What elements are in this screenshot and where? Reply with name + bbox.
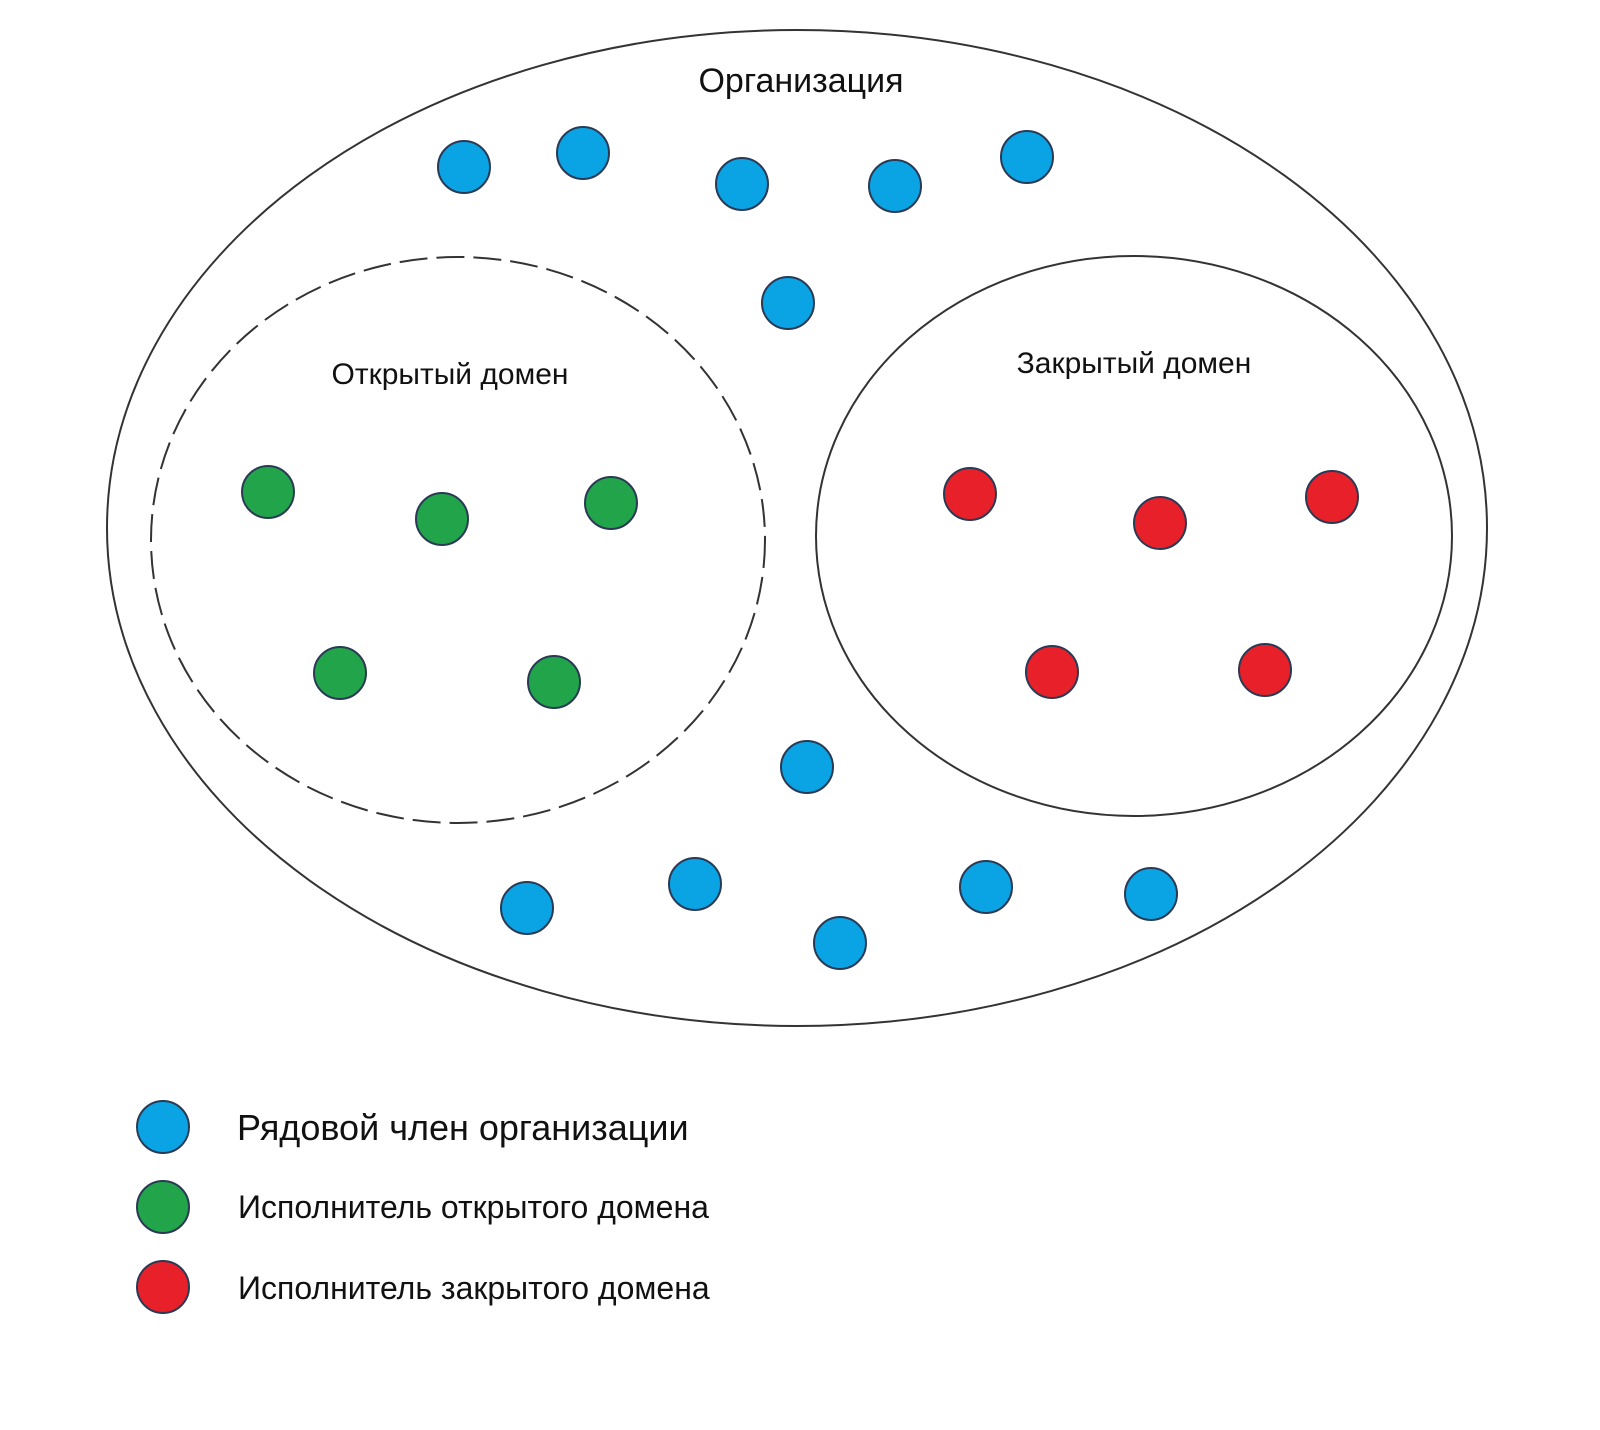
open-executor-dot: [241, 465, 295, 519]
legend-open-executor-label: Исполнитель открытого домена: [238, 1189, 709, 1225]
member-dot: [500, 881, 554, 935]
member-dot: [813, 916, 867, 970]
legend-member-swatch: [136, 1100, 190, 1154]
closed-executor-dot: [1025, 645, 1079, 699]
open-domain-title: Открытый домен: [332, 358, 569, 391]
member-dot: [715, 157, 769, 211]
open-executor-dot: [415, 492, 469, 546]
legend-closed-executor-swatch: [136, 1260, 190, 1314]
legend-closed-executor-label: Исполнитель закрытого домена: [238, 1270, 710, 1306]
legend: Рядовой член организации Исполнитель отк…: [136, 1100, 710, 1314]
member-dot: [1124, 867, 1178, 921]
closed-executor-dot: [1305, 470, 1359, 524]
open-executor-dot: [584, 476, 638, 530]
open-executor-dot: [527, 655, 581, 709]
member-dot: [868, 159, 922, 213]
member-dots: [437, 126, 1178, 970]
member-dot: [668, 857, 722, 911]
organization-title: Организация: [698, 62, 903, 100]
closed-executor-dot: [1133, 496, 1187, 550]
open-executor-dots: [241, 465, 638, 709]
legend-member-label: Рядовой член организации: [237, 1107, 689, 1148]
organization-boundary: [106, 29, 1488, 1027]
closed-executor-dot: [1238, 643, 1292, 697]
member-dot: [1000, 130, 1054, 184]
open-executor-dot: [313, 646, 367, 700]
closed-executor-dot: [943, 467, 997, 521]
member-dot: [556, 126, 610, 180]
closed-domain-boundary: [815, 255, 1453, 817]
open-domain-boundary: [150, 256, 766, 824]
member-dot: [959, 860, 1013, 914]
member-dot: [780, 740, 834, 794]
closed-executor-dots: [943, 467, 1359, 699]
member-dot: [761, 276, 815, 330]
closed-domain-title: Закрытый домен: [1017, 347, 1252, 380]
member-dot: [437, 140, 491, 194]
legend-open-executor-swatch: [136, 1180, 190, 1234]
